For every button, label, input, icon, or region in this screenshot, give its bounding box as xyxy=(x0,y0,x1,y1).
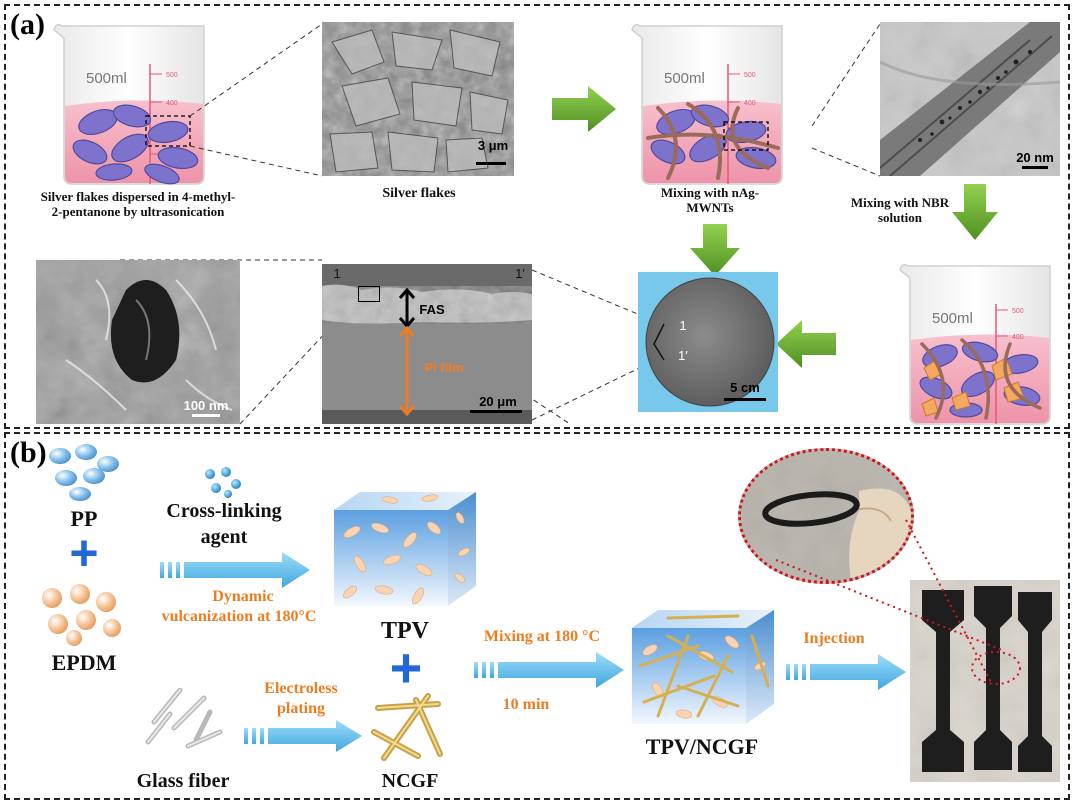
blue-arrow-mixing xyxy=(474,652,624,688)
sem-image-fas-surface xyxy=(36,260,240,424)
fas-disc-photo xyxy=(638,272,778,412)
nbr-caption: Mixing with NBR solution xyxy=(850,195,950,225)
beaker-1-tick: 400 xyxy=(166,100,178,107)
beaker-2-volume: 500ml xyxy=(664,70,705,87)
fas-label: FAS xyxy=(419,302,445,317)
beaker-1-volume: 500ml xyxy=(86,70,127,87)
epdm-particles xyxy=(42,584,121,646)
panel-b xyxy=(4,432,1070,800)
beaker-3-tick: 500 xyxy=(1012,308,1024,315)
dynamic-line-2: vulcanization at 180°C xyxy=(161,608,317,625)
sem1-scale-label: 3 μm xyxy=(477,138,509,153)
pi-film-label: PI film xyxy=(424,360,464,375)
dumbbell-specimen-photo xyxy=(910,580,1060,782)
beaker-2-tick: 500 xyxy=(744,72,756,79)
dynamic-line-1: Dynamic xyxy=(212,588,274,605)
sem1-scale-bar xyxy=(476,162,506,165)
blue-arrow-injection xyxy=(786,654,906,690)
beaker-1-caption: Silver flakes dispersed in 4-methyl-2-pe… xyxy=(40,189,236,219)
beaker-1-illustration: 500ml 500 400 300 xyxy=(53,23,205,185)
beaker-3-illustration: 500ml 500 400 xyxy=(899,263,1051,425)
blue-arrow-vulcanization xyxy=(160,552,310,588)
ncgf-label: NCGF xyxy=(381,770,439,792)
green-arrow-left xyxy=(776,320,836,368)
tem-image-nag-mwnt xyxy=(880,22,1060,176)
sem-hole-scale-label: 100 nm xyxy=(183,398,229,413)
agent-line-1: Cross-linking xyxy=(166,500,282,522)
tpv-ncgf-cube xyxy=(632,610,774,724)
pi-film-thickness-arrow xyxy=(398,326,416,416)
beaker-2-tick: 400 xyxy=(744,100,756,107)
disc-mark-1-prime: 1′ xyxy=(678,348,688,363)
glass-fiber-illustration xyxy=(145,688,223,749)
tpv-ncgf-label: TPV/NCGF xyxy=(645,734,759,759)
agent-line-2: agent xyxy=(200,526,248,548)
tem-scale-bar xyxy=(1022,166,1048,169)
beaker-2-caption: Mixing with nAg-MWNTs xyxy=(660,185,760,215)
panel-a xyxy=(4,4,1070,429)
beaker-2-illustration: 500ml 500 400 xyxy=(631,23,783,185)
pp-particles xyxy=(49,444,119,501)
green-arrow-down-disc xyxy=(690,224,740,276)
sem-hole-scale-bar xyxy=(192,414,220,417)
flexibility-inset-photo xyxy=(738,448,914,584)
sem1-caption: Silver flakes xyxy=(382,186,456,201)
electroless-line-2: plating xyxy=(276,700,325,717)
tem-scale-label: 20 nm xyxy=(1016,150,1054,165)
electroless-line-1: Electroless xyxy=(264,680,338,697)
green-arrow-right xyxy=(552,86,616,132)
cross-section-label-1-prime: 1′ xyxy=(515,266,525,281)
cross-section-zoom-box xyxy=(358,286,380,302)
cross-section-label-1: 1 xyxy=(333,266,341,281)
mixing-label: Mixing at 180 °C xyxy=(483,628,601,645)
pp-label: PP xyxy=(70,506,98,531)
disc-scale-bar xyxy=(724,398,766,401)
plus-sign-2: + xyxy=(389,636,423,699)
cross-section-scale-bar xyxy=(470,410,522,413)
cross-linking-agent-particles xyxy=(205,467,241,498)
blue-arrow-electroless xyxy=(244,720,362,752)
panel-a-label: (a) xyxy=(10,8,45,41)
beaker-3-tick: 400 xyxy=(1012,334,1024,341)
beaker-3-volume: 500ml xyxy=(932,310,973,327)
injection-label: Injection xyxy=(803,630,865,647)
tpv-label: TPV xyxy=(381,618,429,644)
sem-image-silver-flakes xyxy=(322,22,514,176)
epdm-label: EPDM xyxy=(51,650,117,675)
disc-mark-1: 1 xyxy=(679,318,687,333)
glass-fiber-label: Glass fiber xyxy=(136,770,230,792)
green-arrow-down-nbr xyxy=(952,184,998,240)
tpv-cube xyxy=(334,492,476,606)
plus-sign-1: + xyxy=(69,525,99,581)
panel-b-label: (b) xyxy=(10,436,47,469)
sem-image-cross-section xyxy=(322,264,532,424)
beaker-1-tick: 500 xyxy=(166,72,178,79)
ncgf-illustration xyxy=(371,693,443,761)
mixing-time-label: 10 min xyxy=(502,696,550,713)
disc-scale-label: 5 cm xyxy=(730,380,760,395)
cross-section-scale-label: 20 μm xyxy=(479,394,517,409)
